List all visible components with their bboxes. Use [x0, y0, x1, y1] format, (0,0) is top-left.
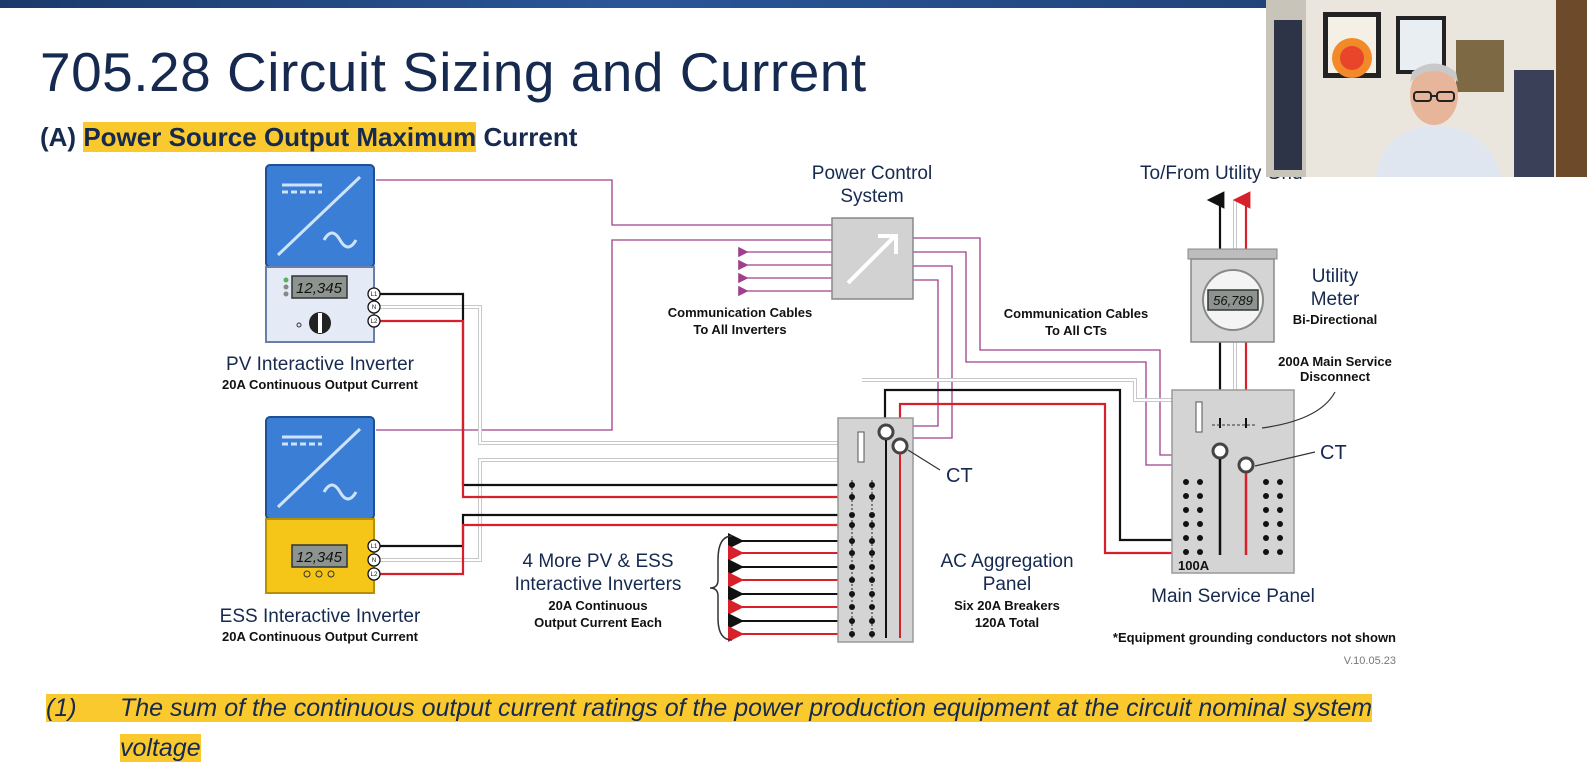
footnote-number: (1): [46, 694, 77, 722]
slide-title: 705.28 Circuit Sizing and Current: [40, 41, 867, 103]
grounding-note: *Equipment grounding conductors not show…: [1113, 630, 1396, 645]
comm-cts-label-2: To All CTs: [1045, 323, 1107, 338]
subtitle-suffix: Current: [476, 122, 578, 152]
main-service-panel: [1171, 389, 1295, 574]
more-inverters-sub-2: Output Current Each: [534, 615, 662, 630]
terminal-n: N: [372, 305, 376, 311]
ess-inverter: [265, 416, 375, 594]
pv-inverter: [265, 164, 375, 343]
more-inverter-feeds: [728, 533, 852, 642]
comm-inverters-label-2: To All Inverters: [693, 322, 786, 337]
comm-cts-label: Communication Cables: [1004, 306, 1148, 321]
main-panel-label: Main Service Panel: [1151, 586, 1315, 607]
footnote-text-1: The sum of the continuous output current…: [120, 694, 1373, 722]
terminal-l2: L2: [371, 319, 378, 325]
disconnect-leader: [1261, 391, 1336, 429]
footnote: (1) The sum of the continuous output curr…: [46, 688, 1466, 768]
slide-top-bar: [0, 0, 1587, 8]
pv-inverter-label: PV Interactive Inverter: [226, 354, 415, 375]
wiring-diagram: 12,345 12,345 L1 N L2 L1 N L2 PV Interac…: [220, 163, 1396, 667]
subtitle-prefix: (A): [40, 122, 84, 152]
footnote-text-2: voltage: [120, 734, 201, 762]
slide-subtitle: (A) Power Source Output Maximum Current: [40, 122, 577, 153]
terminal-l1: L1: [371, 544, 378, 550]
ac-aggregation-panel: [837, 417, 914, 643]
comm-inverters-label: Communication Cables: [668, 305, 812, 320]
comm-cables: [376, 179, 1245, 466]
ct-leader: [907, 449, 941, 471]
agg-panel-sub-2: 120A Total: [975, 615, 1039, 630]
pv-inverter-sublabel: 20A Continuous Output Current: [222, 377, 419, 392]
meter-label-2: Meter: [1311, 289, 1360, 310]
ct-main-leader: [1254, 451, 1316, 467]
more-inverters-label: 4 More PV & ESS: [522, 551, 673, 572]
power-control-label-2: System: [840, 186, 903, 207]
terminal-n: N: [372, 558, 376, 564]
ess-inverter-sublabel: 20A Continuous Output Current: [222, 629, 419, 644]
ess-display: 12,345: [296, 549, 343, 566]
utility-meter: [1187, 248, 1278, 343]
power-control-label: Power Control: [812, 163, 932, 184]
ct-main-label: CT: [1320, 442, 1347, 464]
disconnect-label-2: Disconnect: [1300, 369, 1371, 384]
bracket: [709, 535, 733, 641]
meter-label: Utility: [1312, 266, 1359, 287]
agg-panel-label: AC Aggregation: [940, 551, 1073, 572]
version-label: V.10.05.23: [1344, 655, 1396, 667]
presenter-video-icon: [1266, 0, 1587, 177]
terminal-l1: L1: [371, 292, 378, 298]
meter-display: 56,789: [1213, 293, 1253, 308]
more-inverters-label-2: Interactive Inverters: [515, 574, 682, 595]
grid-label: To/From Utility Grid: [1140, 163, 1303, 184]
footnote-line-1: (1) The sum of the continuous output curr…: [46, 694, 1373, 722]
power-control-box: [831, 217, 914, 300]
meter-sub: Bi-Directional: [1293, 312, 1378, 327]
pv-display: 12,345: [296, 280, 343, 297]
disconnect-label: 200A Main Service: [1278, 354, 1392, 369]
main-breaker-label: 100A: [1178, 558, 1210, 573]
agg-panel-sub: Six 20A Breakers: [954, 598, 1060, 613]
terminal-set: [367, 287, 381, 581]
subtitle-highlight: Power Source Output Maximum: [83, 122, 477, 152]
ct-label: CT: [946, 465, 973, 487]
l2-wires: [380, 191, 1251, 576]
ess-inverter-label: ESS Interactive Inverter: [220, 606, 421, 627]
terminal-l2: L2: [371, 572, 378, 578]
more-inverters-sub: 20A Continuous: [548, 598, 647, 613]
agg-panel-label-2: Panel: [983, 574, 1032, 595]
